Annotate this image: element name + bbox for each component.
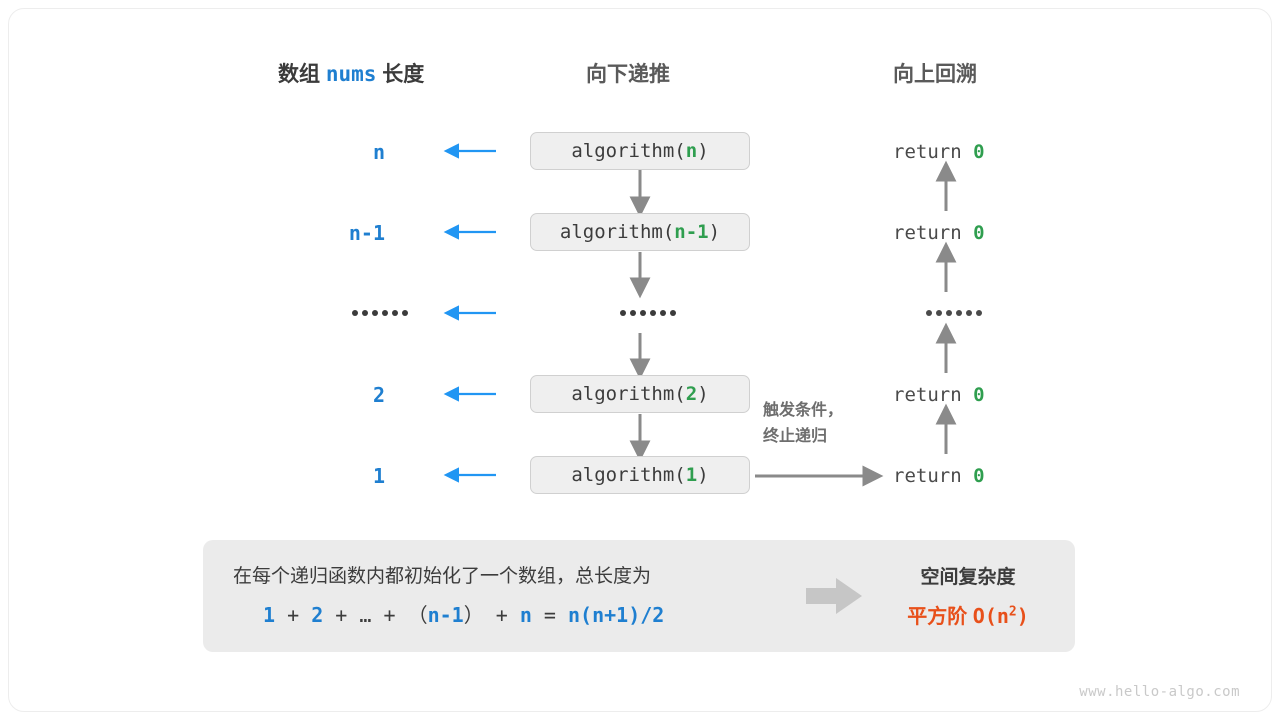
call-box-prefix: algorithm( [571, 383, 686, 405]
call-box-arg: 1 [685, 464, 698, 486]
complexity-notation-end: ) [1016, 604, 1029, 628]
call-box-prefix: algorithm( [571, 140, 686, 162]
termination-note-line1: 触发条件， [763, 402, 844, 419]
return-keyword: return [893, 222, 962, 244]
summary-text: 在每个递归函数内都初始化了一个数组，总长度为 [233, 566, 652, 587]
formula-result: n(n+1)/2 [568, 603, 665, 627]
call-box[interactable]: algorithm(n) [530, 132, 750, 170]
header-return-up: 向上回溯 [893, 63, 977, 86]
return-keyword: return [893, 141, 962, 163]
termination-note: 触发条件， 终止递归 [763, 398, 843, 450]
return-label: return 0 [893, 141, 985, 163]
formula-term-2: 2 [311, 603, 324, 627]
header-array-suffix: 长度 [382, 63, 425, 86]
return-label: return 0 [893, 384, 985, 406]
formula-plus-3: + [383, 603, 396, 627]
header-recurse-down: 向下递推 [586, 63, 670, 86]
return-column-ellipsis [926, 310, 982, 316]
formula-ellipsis: … [359, 603, 372, 627]
termination-note-line2: 终止递归 [763, 428, 828, 445]
call-box-suffix: ) [697, 140, 709, 162]
implies-arrow-icon [806, 578, 862, 614]
complexity-notation: O(n [972, 604, 1009, 628]
call-box-suffix: ) [697, 383, 709, 405]
size-label-ellipsis [352, 310, 408, 316]
formula-term-3: n-1 [427, 603, 464, 627]
call-box-suffix: ) [708, 221, 721, 243]
header-array-prefix: 数组 [278, 63, 320, 86]
return-label: return 0 [893, 222, 985, 244]
return-keyword: return [893, 465, 962, 487]
formula-plus-2: + [335, 603, 348, 627]
header-array-length: 数组 nums 长度 [278, 58, 424, 88]
summary-panel: 在每个递归函数内都初始化了一个数组，总长度为 1 + 2 + … + （n-1）… [203, 540, 1075, 652]
formula-lparen: （ [407, 603, 428, 627]
watermark: www.hello-algo.com [1079, 684, 1240, 700]
return-keyword: return [893, 384, 962, 406]
return-value: 0 [973, 465, 985, 487]
call-box-suffix: ) [697, 464, 709, 486]
space-complexity-value: 平方阶 O(n2) [873, 600, 1063, 629]
formula-term-1: 1 [263, 603, 276, 627]
call-box[interactable]: algorithm(1) [530, 456, 750, 494]
call-box[interactable]: algorithm(2) [530, 375, 750, 413]
call-box-prefix: algorithm( [571, 464, 686, 486]
return-value: 0 [973, 222, 985, 244]
space-complexity-title: 空间复杂度 [920, 567, 1016, 588]
return-label: return 0 [893, 465, 985, 487]
size-label: 1 [372, 464, 385, 488]
call-box-arg: n-1 [674, 221, 709, 243]
header-array-nums: nums [325, 62, 377, 86]
call-box-arg: 2 [685, 383, 698, 405]
formula-term-4: n [519, 603, 532, 627]
complexity-order-label: 平方阶 [907, 606, 968, 628]
formula-equals: = [543, 603, 556, 627]
size-label: 2 [372, 383, 385, 407]
call-column-ellipsis [620, 310, 676, 316]
return-value: 0 [973, 384, 985, 406]
size-label: n [372, 140, 385, 164]
return-value: 0 [973, 141, 985, 163]
complexity-exponent: 2 [1008, 604, 1017, 620]
call-box-arg: n [685, 140, 698, 162]
summary-formula: 1 + 2 + … + （n-1） + n = n(n+1)/2 [263, 599, 664, 628]
call-box-prefix: algorithm( [559, 221, 675, 243]
size-label: n-1 [348, 221, 385, 245]
formula-plus-4: + [495, 603, 508, 627]
formula-rparen: ） [463, 603, 484, 627]
call-box[interactable]: algorithm(n-1) [530, 213, 750, 251]
formula-plus-1: + [287, 603, 300, 627]
